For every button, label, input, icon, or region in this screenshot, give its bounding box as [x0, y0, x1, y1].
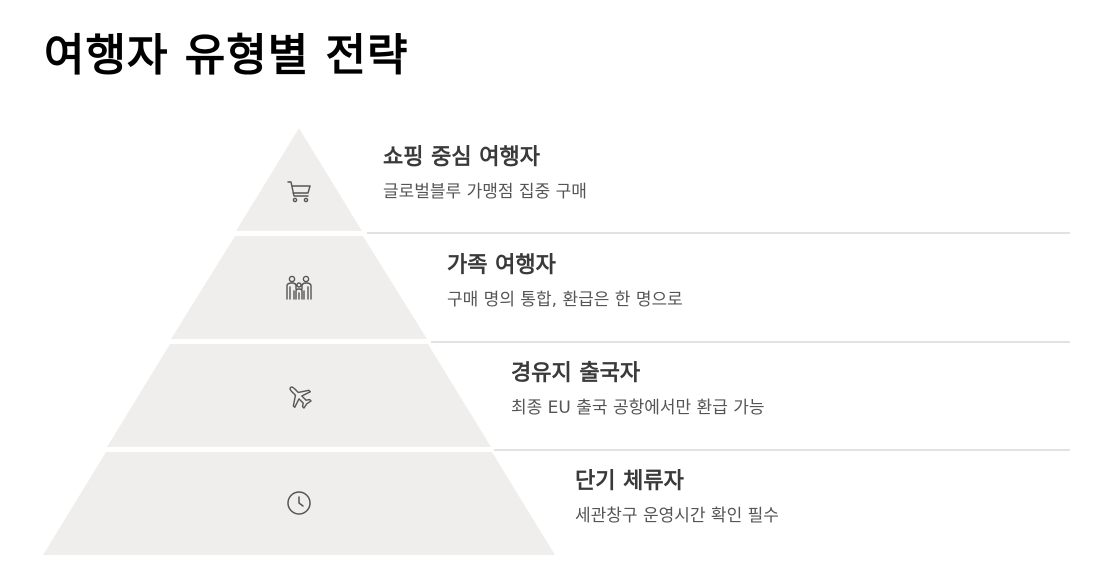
tier-heading: 경유지 출국자: [511, 361, 641, 386]
pyramid-tier-3: [107, 344, 491, 447]
airplane-icon: [289, 386, 312, 409]
tier-description: 구매 명의 통합, 환급은 한 명으로: [447, 290, 683, 311]
shopping-cart-icon: [287, 181, 311, 203]
family-icon: [286, 275, 312, 300]
tier-description: 최종 EU 출국 공항에서만 환급 가능: [511, 398, 765, 419]
tier-description: 글로벌블루 가맹점 집중 구매: [383, 182, 587, 203]
clock-icon: [287, 491, 311, 515]
tier-4-text: 단기 체류자 세관창구 운영시간 확인 필수: [575, 469, 779, 527]
tier-1-text: 쇼핑 중심 여행자 글로벌블루 가맹점 집중 구매: [383, 145, 587, 203]
tier-2-text: 가족 여행자 구매 명의 통합, 환급은 한 명으로: [447, 253, 683, 311]
pyramid-tier-1: [236, 128, 362, 231]
tier-description: 세관창구 운영시간 확인 필수: [575, 506, 779, 527]
tier-heading: 쇼핑 중심 여행자: [383, 145, 540, 170]
tier-3-text: 경유지 출국자 최종 EU 출국 공항에서만 환급 가능: [511, 361, 765, 419]
tier-heading: 가족 여행자: [447, 253, 556, 278]
page-title: 여행자 유형별 전략: [44, 30, 409, 81]
tier-heading: 단기 체류자: [575, 469, 684, 494]
